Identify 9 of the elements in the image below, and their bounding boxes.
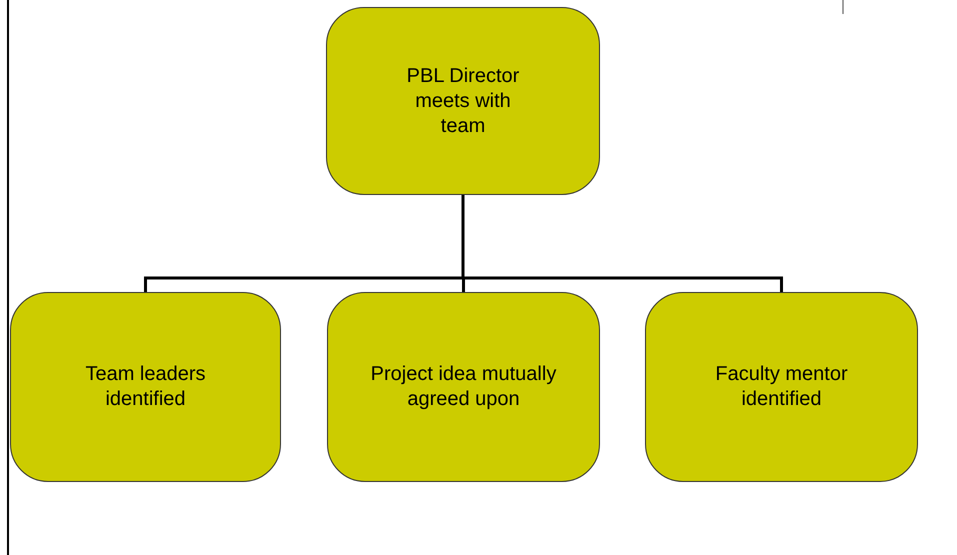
box-label: Project idea mutually agreed upon bbox=[370, 362, 558, 412]
box-label: Faculty mentor identified bbox=[714, 362, 849, 412]
process-box bbox=[327, 292, 600, 482]
box-label: Team leaders identified bbox=[84, 362, 207, 412]
connector-line bbox=[462, 195, 783, 292]
process-box bbox=[10, 292, 281, 482]
process-box bbox=[645, 292, 918, 482]
box-label: PBL Director meets with team bbox=[406, 64, 520, 138]
process-box bbox=[326, 7, 600, 195]
